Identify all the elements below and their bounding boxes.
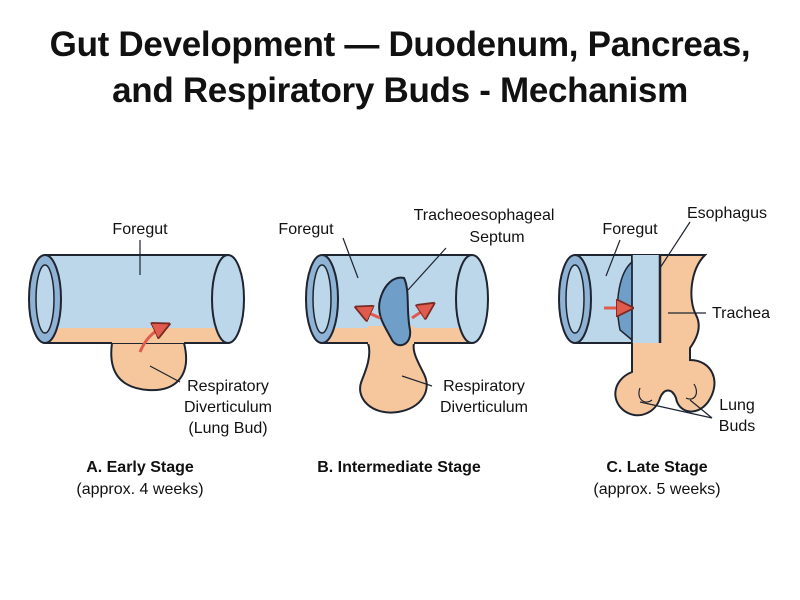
panel-b-caption: B. Intermediate Stage: [317, 459, 481, 476]
panel-b-diverticulum: [359, 342, 428, 414]
panel-a-label-bud-1: Respiratory: [187, 378, 269, 395]
panel-a-subcaption: (approx. 4 weeks): [76, 481, 203, 498]
panel-a-label-bud-3: (Lung Bud): [188, 420, 267, 437]
panel-b-label-bud-2: Diverticulum: [440, 399, 528, 416]
panel-a-tube-end-right: [211, 254, 245, 344]
panel-c-subcaption: (approx. 5 weeks): [593, 481, 720, 498]
page-title: Gut Development — Duodenum, Pancreas, an…: [0, 22, 800, 114]
panel-b-label-septum-2: Septum: [469, 229, 524, 246]
panel-b-tube-end-right: [455, 254, 489, 344]
panel-a-label-bud-2: Diverticulum: [184, 399, 272, 416]
panel-a-label-foregut: Foregut: [112, 221, 168, 238]
panel-c-label-lung-1: Lung: [719, 397, 755, 414]
panel-a-lung-bud: [110, 342, 188, 392]
panel-c-esophagus: [632, 255, 660, 343]
panel-b-septum: [378, 276, 412, 347]
panel-b-arrow-right: [411, 306, 430, 318]
panel-b-arrow-left: [360, 309, 381, 318]
panel-c-label-esophagus: Esophagus: [687, 205, 767, 222]
panel-b-label-bud-1: Respiratory: [443, 378, 525, 395]
panel-a-endoderm-floor: [45, 328, 228, 343]
panel-c-label-trachea: Trachea: [712, 305, 770, 322]
panel-b-label-septum-1: Tracheoesophageal: [414, 207, 555, 224]
panel-c-label-foregut: Foregut: [602, 221, 658, 238]
panel-c-late-stage: Foregut Esophagus Trachea Lung Buds C. L…: [558, 205, 770, 498]
panel-b-intermediate-stage: Foregut Tracheoesophageal Septum Respira…: [278, 207, 554, 476]
title-line-1: Gut Development — Duodenum, Pancreas,: [49, 25, 751, 64]
panel-a-caption: A. Early Stage: [86, 459, 194, 476]
panel-c-caption: C. Late Stage: [606, 459, 707, 476]
panel-a-growth-arrow: [138, 326, 165, 353]
panel-a-foregut-tube: [45, 255, 228, 343]
panel-c-label-lung-2: Buds: [719, 418, 755, 435]
panel-a-early-stage: Foregut Respiratory Diverticulum (Lung B…: [28, 221, 272, 498]
panel-b-label-foregut: Foregut: [278, 221, 334, 238]
title-line-2: and Respiratory Buds - Mechanism: [112, 71, 688, 110]
